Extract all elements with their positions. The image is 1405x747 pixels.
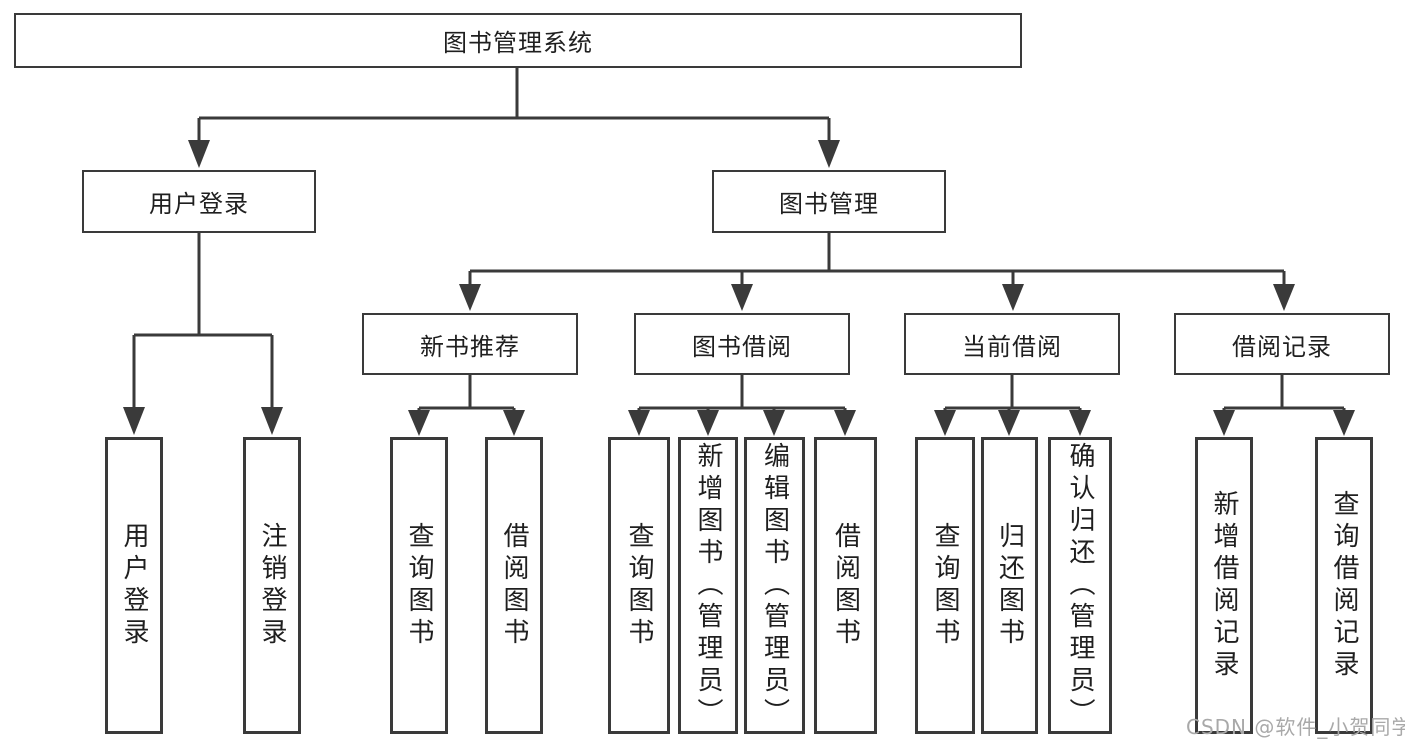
arrow-icon xyxy=(934,410,956,436)
leaf-user-login: 用户登录 xyxy=(105,437,163,734)
node-label: 查询图书 xyxy=(624,521,654,650)
node-label: 编辑图书（管理员） xyxy=(759,441,790,730)
node-label: 当前借阅 xyxy=(962,332,1062,361)
node-label: 确认归还（管理员） xyxy=(1065,441,1095,730)
node-label: 用户登录 xyxy=(119,521,149,650)
leaf-edit-books-admin: 编辑图书（管理员） xyxy=(744,437,805,734)
arrow-icon xyxy=(818,140,840,168)
arrowheads xyxy=(123,140,1355,436)
node-label: 归还图书 xyxy=(994,521,1025,650)
node-label: 查询图书 xyxy=(930,521,960,650)
node-user-login: 用户登录 xyxy=(82,170,316,233)
arrow-icon xyxy=(731,284,753,311)
node-label: 用户登录 xyxy=(149,190,249,218)
node-library-system: 图书管理系统 xyxy=(14,13,1022,68)
arrow-icon xyxy=(697,410,719,436)
node-book-borrowing: 图书借阅 xyxy=(634,313,850,375)
leaf-logout: 注销登录 xyxy=(243,437,301,734)
arrow-icon xyxy=(1002,284,1024,311)
leaf-borrow-books-recommend: 借阅图书 xyxy=(485,437,543,734)
leaf-query-books-borrowing: 查询图书 xyxy=(608,437,670,734)
leaf-add-books-admin: 新增图书（管理员） xyxy=(678,437,738,734)
node-label: 借阅记录 xyxy=(1232,332,1332,361)
node-label: 注销登录 xyxy=(257,521,287,650)
leaf-confirm-return-admin: 确认归还（管理员） xyxy=(1048,437,1112,734)
node-label: 新书推荐 xyxy=(420,332,520,361)
arrow-icon xyxy=(459,284,481,311)
node-current-borrowing: 当前借阅 xyxy=(904,313,1120,375)
node-book-management: 图书管理 xyxy=(712,170,946,233)
arrow-icon xyxy=(503,410,525,436)
node-label: 借阅图书 xyxy=(499,521,529,650)
arrow-icon xyxy=(1333,410,1355,436)
node-label: 新增借阅记录 xyxy=(1209,489,1239,682)
arrow-icon xyxy=(261,407,283,435)
leaf-borrow-books: 借阅图书 xyxy=(814,437,877,734)
leaf-add-borrow-record: 新增借阅记录 xyxy=(1195,437,1253,734)
arrow-icon xyxy=(998,410,1020,436)
arrow-icon xyxy=(763,410,785,436)
node-label: 图书管理系统 xyxy=(443,29,593,57)
arrow-icon xyxy=(123,407,145,435)
node-borrow-records: 借阅记录 xyxy=(1174,313,1390,375)
leaf-query-books-current: 查询图书 xyxy=(915,437,975,734)
arrow-icon xyxy=(188,140,210,168)
node-new-book-recommend: 新书推荐 xyxy=(362,313,578,375)
arrow-icon xyxy=(1273,284,1295,311)
arrow-icon xyxy=(1213,410,1235,436)
csdn-watermark: CSDN @软件_小贺同学 xyxy=(1186,715,1405,739)
node-label: 图书借阅 xyxy=(692,332,792,361)
arrow-icon xyxy=(834,410,856,436)
arrow-icon xyxy=(408,410,430,436)
node-label: 查询借阅记录 xyxy=(1329,489,1359,682)
node-label: 借阅图书 xyxy=(830,521,861,650)
leaf-query-borrow-record: 查询借阅记录 xyxy=(1315,437,1373,734)
leaf-return-books: 归还图书 xyxy=(981,437,1038,734)
arrow-icon xyxy=(628,410,650,436)
node-label: 查询图书 xyxy=(404,521,434,650)
arrow-icon xyxy=(1069,410,1091,436)
node-label: 图书管理 xyxy=(779,190,879,218)
node-label: 新增图书（管理员） xyxy=(693,441,723,730)
leaf-query-books-recommend: 查询图书 xyxy=(390,437,448,734)
